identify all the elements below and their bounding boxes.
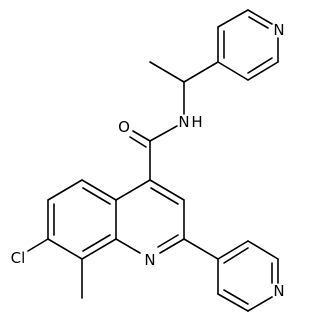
bond-bot-pyr-4	[247, 296, 273, 312]
bond-methyl-ch	[149, 61, 185, 83]
bond-carbonyl-double-1	[132, 130, 151, 142]
bond-quin-c2-n1-inner	[157, 234, 179, 248]
bond-bot-pyr-5	[217, 293, 249, 312]
bond-bot-pyr-2	[247, 240, 279, 260]
atom-n-amide: N	[178, 113, 189, 131]
bond-bot-pyr-1	[217, 240, 249, 260]
bond-bot-pyr-5-inner	[223, 289, 249, 305]
molecule-structure-diagram: N N H O Cl N N	[11, 9, 285, 312]
bond-bot-pyr-1-inner	[223, 247, 249, 264]
bond-benzo-c4a-c5-inner	[82, 187, 111, 205]
bond-ch-top-pyridine	[183, 61, 219, 83]
bond-quin-c2-n1	[159, 238, 185, 254]
bond-benzo-c7-c8	[47, 238, 83, 260]
atom-o-carbonyl: O	[118, 118, 130, 136]
atom-h-amide: H	[191, 113, 202, 131]
bond-benzo-c4a-c5	[81, 179, 117, 201]
bond-benzo-c8-c8a-inner	[82, 234, 111, 252]
bond-carbonyl-double-2	[129, 136, 147, 148]
atom-n-bottom-pyridine: N	[273, 282, 284, 300]
bond-quin-c4-c3-inner	[150, 187, 179, 205]
bond-benzo-c8-c8a	[81, 238, 117, 260]
bond-top-pyr-6	[217, 61, 249, 81]
atom-label-layer: N N H O Cl N N	[11, 21, 285, 300]
bond-top-pyr-3	[247, 9, 273, 25]
bond-top-pyr-2	[217, 9, 249, 28]
bond-c7-cl	[27, 238, 49, 252]
atom-n-top-pyridine: N	[273, 21, 284, 39]
bond-quin-c4-c3	[149, 179, 185, 201]
bond-top-pyr-5	[247, 61, 279, 81]
atom-n-quinoline: N	[144, 251, 155, 269]
bond-quin-c4a-c4	[115, 179, 151, 201]
bond-top-pyr-3-inner	[248, 16, 269, 29]
bond-amide-n-carbonyl-c	[149, 125, 178, 142]
bond-benzo-c5-c6	[47, 179, 83, 201]
bond-layer	[27, 9, 279, 312]
bond-top-pyr-5-inner	[247, 57, 273, 74]
bond-quin-n1-c8a	[115, 238, 141, 254]
atom-cl: Cl	[11, 249, 26, 267]
bond-c2-bottom-pyridine	[183, 238, 219, 260]
